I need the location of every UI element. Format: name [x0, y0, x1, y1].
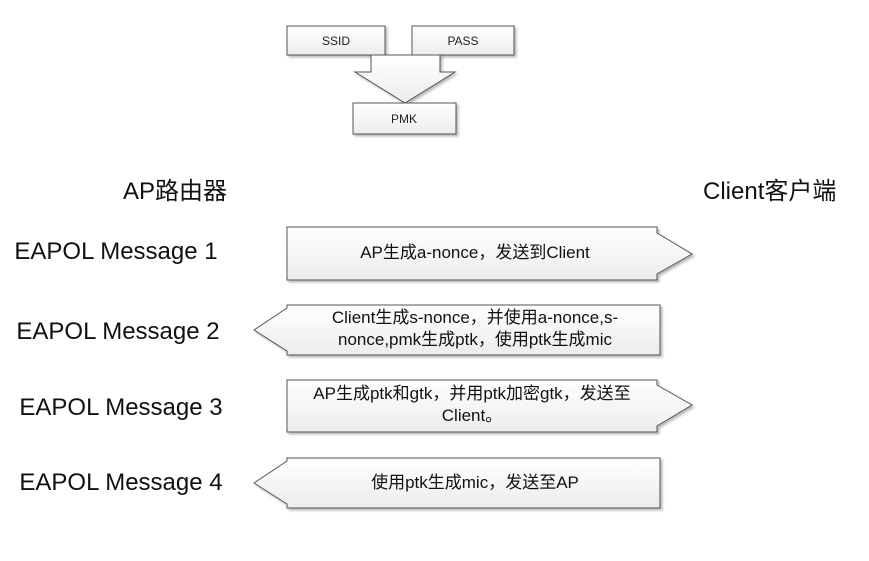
combine-arrow	[353, 54, 457, 104]
message-3-label: EAPOL Message 3	[19, 394, 223, 421]
message-4-label: EAPOL Message 4	[19, 469, 223, 496]
message-1-text: AP生成a-nonce，发送到Client	[360, 243, 590, 262]
message-1-label: EAPOL Message 1	[14, 238, 218, 265]
pmk-label: PMK	[391, 112, 417, 126]
ssid-label: SSID	[322, 34, 350, 48]
pass-label: PASS	[447, 34, 478, 48]
message-4-arrow	[253, 457, 661, 509]
message-1-arrow	[286, 226, 693, 281]
pmk-box	[352, 102, 457, 135]
ap-router-label: AP路由器	[123, 178, 228, 205]
message-2-arrow	[253, 304, 661, 356]
message-2-text: Client生成s-nonce，并使用a-nonce,s-nonce,pmk生成…	[331, 308, 619, 349]
client-label: Client客户端	[703, 178, 837, 205]
message-2-label: EAPOL Message 2	[16, 318, 220, 345]
ssid-box	[286, 25, 386, 56]
message-3-arrow	[286, 379, 693, 433]
message-4-text: 使用ptk生成mic，发送至AP	[371, 473, 579, 492]
message-3-text: AP生成ptk和gtk，并用ptk加密gtk，发送至Client。	[313, 384, 631, 425]
pass-box	[411, 25, 515, 56]
